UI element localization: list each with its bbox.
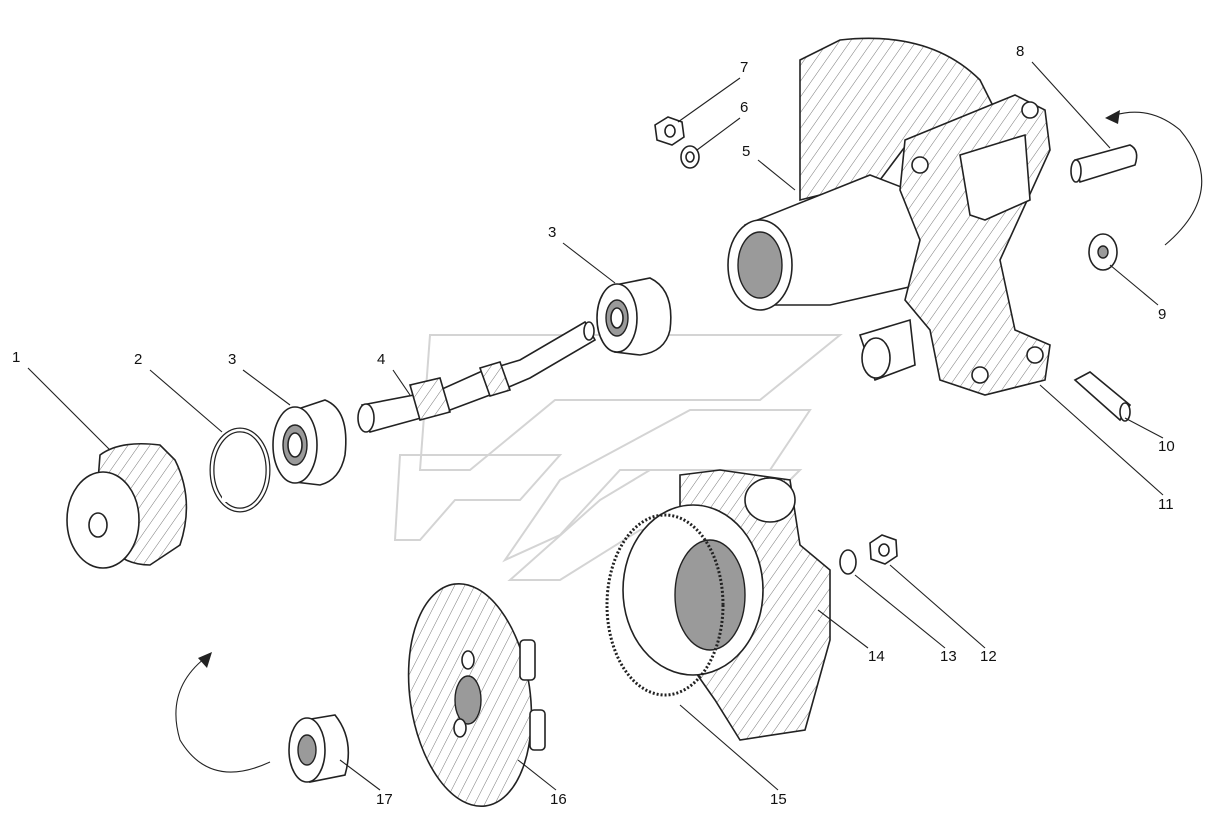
- part-9-washer: [1088, 233, 1118, 271]
- label-part-3-rear: 3: [548, 224, 557, 241]
- label-part-7: 7: [740, 59, 749, 76]
- label-part-11: 11: [1158, 496, 1174, 513]
- label-part-5: 5: [742, 143, 751, 160]
- label-part-9: 9: [1158, 306, 1167, 323]
- part-4-shaft: [357, 320, 597, 433]
- rotation-arrow-top: [1105, 110, 1203, 246]
- label-part-8: 8: [1016, 43, 1025, 60]
- label-part-15: 15: [770, 791, 787, 808]
- label-part-2: 2: [134, 351, 143, 368]
- part-3-bearing-rear: [596, 277, 672, 356]
- part-12-nut: [869, 534, 898, 565]
- part-11-gasket: [899, 94, 1051, 396]
- part-7-nut: [654, 116, 685, 146]
- label-part-6: 6: [740, 99, 749, 116]
- label-part-3-front: 3: [228, 351, 237, 368]
- part-2-retaining-ring: [209, 427, 271, 513]
- rotation-arrow-bottom: [175, 652, 271, 773]
- part-5-pump-housing: [727, 37, 1002, 382]
- label-part-10: 10: [1158, 438, 1175, 455]
- part-6-washer: [680, 145, 700, 169]
- part-15-o-ring: [605, 513, 725, 697]
- label-part-1: 1: [12, 349, 21, 366]
- part-17-seal: [288, 714, 350, 783]
- part-3-bearing-front: [272, 399, 347, 486]
- label-part-14: 14: [868, 648, 885, 665]
- part-16-impeller: [407, 582, 546, 808]
- label-part-13: 13: [940, 648, 957, 665]
- part-8-stud: [1070, 144, 1138, 184]
- leader-lines: [27, 61, 1164, 791]
- label-part-12: 12: [980, 648, 997, 665]
- part-14-pump-cover: [622, 469, 831, 741]
- label-part-16: 16: [550, 791, 567, 808]
- part-10-stud: [1073, 371, 1132, 422]
- part-1-pulley-hub: [66, 442, 188, 569]
- label-part-4: 4: [377, 351, 386, 368]
- part-13-lock-washer: [839, 549, 857, 575]
- label-part-17: 17: [376, 791, 393, 808]
